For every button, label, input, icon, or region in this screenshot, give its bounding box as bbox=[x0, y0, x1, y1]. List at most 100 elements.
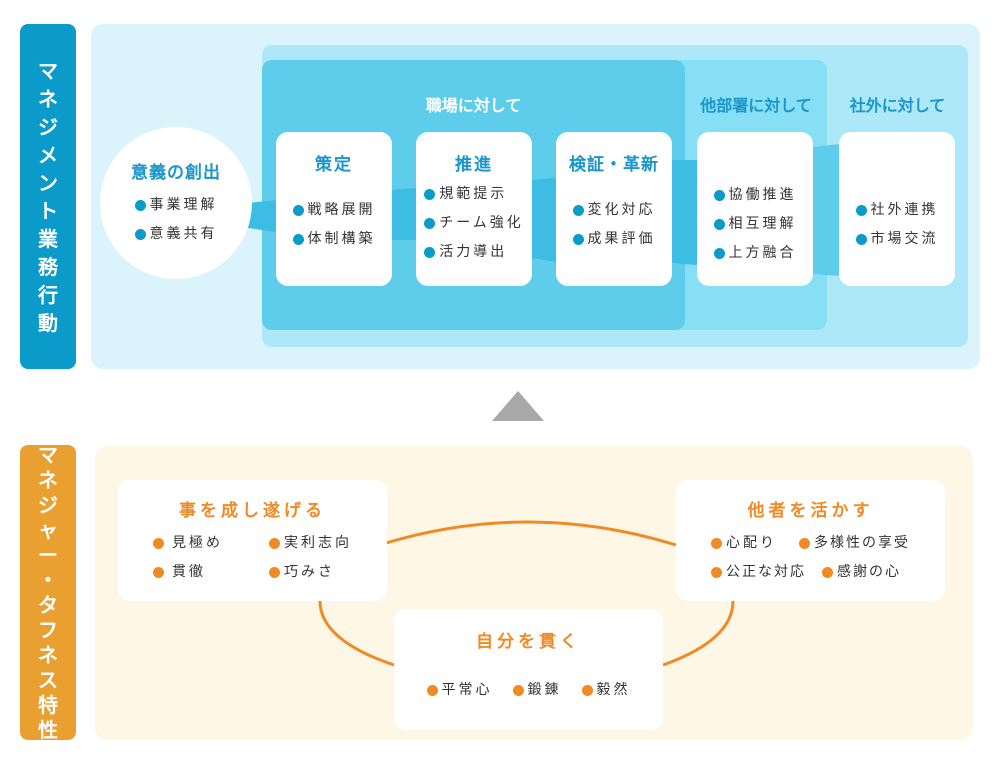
label-char: マ bbox=[38, 442, 58, 467]
label-char: 性 bbox=[38, 717, 58, 742]
list-item: 上方融合 bbox=[713, 239, 797, 268]
label-char: ト bbox=[38, 198, 58, 223]
label-char: ー bbox=[38, 542, 58, 567]
bullet-icon bbox=[153, 567, 164, 578]
list-item: 毅然 bbox=[581, 676, 631, 705]
bullet-icon bbox=[711, 567, 722, 578]
bullet-icon bbox=[713, 248, 725, 259]
list-item: 変化対応 bbox=[572, 196, 656, 225]
label-char: 務 bbox=[38, 254, 58, 279]
label-char: メ bbox=[38, 142, 58, 167]
list-item: 平常心 bbox=[426, 676, 493, 705]
bullet-icon bbox=[269, 538, 280, 549]
list-item: 活力導出 bbox=[424, 238, 524, 267]
connector-curve-right bbox=[662, 600, 735, 667]
bullet-icon bbox=[153, 538, 164, 549]
label-char: ・ bbox=[38, 567, 58, 592]
label-char: ネ bbox=[38, 86, 58, 111]
card-promotion: 推進 規範提示 チーム強化 活力導出 bbox=[416, 132, 532, 286]
bullet-icon bbox=[855, 234, 867, 245]
bullet-icon bbox=[292, 234, 304, 245]
list-item: 公正な対応 bbox=[711, 558, 806, 587]
flow-connector-1 bbox=[248, 200, 276, 232]
label-char: マ bbox=[38, 58, 58, 83]
list-item: 成果評価 bbox=[572, 225, 656, 254]
list-item: 社外連携 bbox=[855, 196, 939, 225]
list-item: 戦略展開 bbox=[292, 196, 376, 225]
flow-connector-3 bbox=[532, 178, 556, 262]
flow-connector-4 bbox=[672, 160, 697, 265]
label-char: タ bbox=[38, 592, 58, 617]
card-title: 他者を活かす bbox=[747, 501, 874, 521]
bullet-icon bbox=[134, 228, 146, 240]
list-item: 体制構築 bbox=[292, 225, 376, 254]
list-item: 感謝の心 bbox=[822, 558, 901, 587]
label-char: ン bbox=[38, 170, 58, 195]
card-title: 自分を貫く bbox=[476, 632, 581, 652]
list-item: 市場交流 bbox=[855, 225, 939, 254]
flow-connector-5 bbox=[813, 144, 839, 276]
list-item: 協働推進 bbox=[713, 181, 797, 210]
bullet-icon bbox=[424, 189, 436, 200]
list-item: チーム強化 bbox=[424, 209, 524, 238]
connector-curve-left bbox=[318, 600, 395, 667]
card-stay-true-to-self: 自分を貫く 平常心 鍛錬 毅然 bbox=[394, 609, 663, 730]
card-title: 推進 bbox=[455, 155, 493, 175]
management-behavior-label: マネジメント業務行動 bbox=[20, 24, 76, 369]
bullet-icon bbox=[424, 247, 436, 258]
bullet-icon bbox=[424, 218, 436, 229]
list-item: 実利志向 bbox=[269, 529, 352, 558]
list-item: 心配り bbox=[711, 529, 777, 558]
card-other-departments: 協働推進 相互理解 上方融合 bbox=[697, 132, 813, 286]
label-char: 動 bbox=[38, 310, 58, 335]
card-title: 策定 bbox=[315, 155, 353, 175]
list-item: 規範提示 bbox=[424, 180, 524, 209]
bullet-icon bbox=[572, 234, 584, 245]
bullet-icon bbox=[512, 685, 524, 696]
card-title: 事を成し遂げる bbox=[179, 501, 326, 521]
list-item: 事業理解 bbox=[134, 191, 218, 220]
meaning-creation-title: 意義の創出 bbox=[131, 162, 221, 183]
bullet-icon bbox=[799, 538, 810, 549]
manager-toughness-label: マネジャー・タフネス特性 bbox=[20, 442, 76, 742]
label-char: 業 bbox=[38, 226, 58, 251]
connector-curve-top bbox=[385, 520, 677, 547]
label-char: ャ bbox=[38, 517, 58, 542]
label-char: ネ bbox=[38, 642, 58, 667]
list-item: 鍛錬 bbox=[512, 676, 562, 705]
list-item: 多様性の享受 bbox=[799, 529, 910, 558]
list-item: 見極め bbox=[153, 529, 251, 558]
flow-connector-2 bbox=[391, 188, 416, 240]
bullet-icon bbox=[713, 219, 725, 230]
card-achieve-goals: 事を成し遂げる 見極め 実利志向 貫徹 巧みさ bbox=[118, 480, 387, 601]
bullet-icon bbox=[713, 190, 725, 201]
card-external: 社外連携 市場交流 bbox=[839, 132, 955, 286]
meaning-creation-circle: 意義の創出 事業理解 意義共有 bbox=[100, 127, 252, 279]
workplace-group-title: 職場に対して bbox=[425, 96, 522, 115]
label-char: ネ bbox=[38, 467, 58, 492]
list-item: 貫徹 bbox=[153, 558, 251, 587]
bullet-icon bbox=[134, 199, 146, 211]
bullet-icon bbox=[855, 205, 867, 216]
bullet-icon bbox=[711, 538, 722, 549]
list-item: 相互理解 bbox=[713, 210, 797, 239]
label-char: フ bbox=[38, 617, 58, 642]
label-char: 特 bbox=[38, 692, 58, 717]
label-char: ス bbox=[38, 667, 58, 692]
external-group-title: 社外に対して bbox=[849, 96, 946, 115]
bullet-icon bbox=[581, 685, 593, 696]
bullet-icon bbox=[292, 205, 304, 216]
label-char: 行 bbox=[38, 282, 58, 307]
other-departments-group-title: 他部署に対して bbox=[700, 96, 812, 115]
card-title: 検証・革新 bbox=[569, 155, 659, 175]
label-char: ジ bbox=[38, 492, 58, 517]
label-char: ジ bbox=[38, 114, 58, 139]
card-verification-innovation: 検証・革新 変化対応 成果評価 bbox=[556, 132, 672, 286]
bullet-icon bbox=[426, 685, 438, 696]
list-item: 意義共有 bbox=[134, 220, 218, 249]
bullet-icon bbox=[269, 567, 280, 578]
up-arrow-icon bbox=[492, 391, 544, 421]
card-utilize-others: 他者を活かす 心配り 多様性の享受 公正な対応 感謝の心 bbox=[676, 480, 945, 601]
